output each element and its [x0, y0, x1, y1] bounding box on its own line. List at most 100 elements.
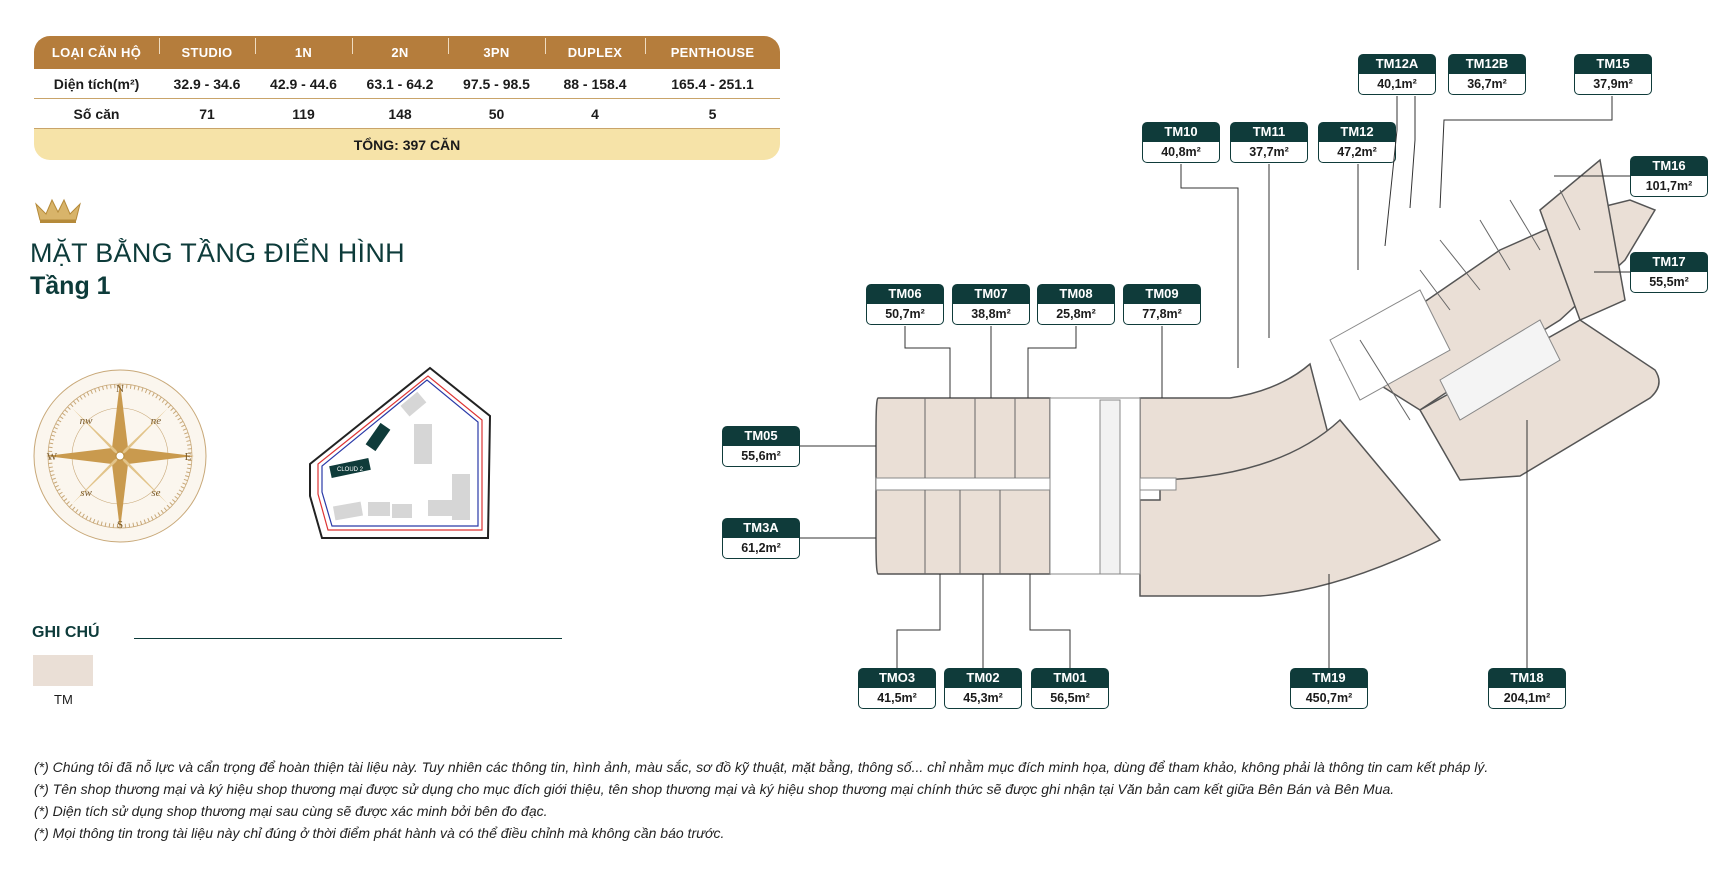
unit-area: 55,6m²: [722, 446, 800, 467]
unit-name: TM09: [1123, 284, 1201, 304]
table-header-cell: PENTHOUSE: [645, 38, 780, 60]
floor-plan-shapes: [875, 158, 1660, 597]
unit-name: TM17: [1630, 252, 1708, 272]
unit-name: TMO3: [858, 668, 936, 688]
table-cell: Số căn: [73, 105, 120, 122]
compass-ne: ne: [151, 415, 162, 427]
unit-name: TM18: [1488, 668, 1566, 688]
compass-se: se: [151, 487, 160, 499]
unit-name: TM3A: [722, 518, 800, 538]
unit-area: 38,8m²: [952, 304, 1030, 325]
unit-area: 204,1m²: [1488, 688, 1566, 709]
unit-area: 101,7m²: [1630, 176, 1708, 197]
site-plan-map: CLOUD 2: [309, 366, 492, 539]
unit-name: TM08: [1037, 284, 1115, 304]
compass-sw: sw: [80, 487, 92, 499]
legend-divider: [134, 638, 562, 639]
compass-rose-icon: N S E W nw ne sw se: [33, 369, 207, 543]
table-cell: 32.9 - 34.6: [173, 75, 241, 92]
compass-east: E: [185, 451, 192, 463]
unit-area: 450,7m²: [1290, 688, 1368, 709]
legend-swatch: [33, 655, 93, 686]
table-cell: 165.4 - 251.1: [671, 75, 754, 92]
unit-name: TM16: [1630, 156, 1708, 176]
table-header-cell: 3PN: [448, 38, 545, 60]
compass-west: W: [47, 451, 58, 463]
unit-name: TM05: [722, 426, 800, 446]
table-cell: 88 - 158.4: [563, 75, 627, 92]
floor-plan: [875, 158, 1660, 597]
table-cell: 97.5 - 98.5: [463, 75, 530, 92]
site-plan-label: CLOUD 2: [337, 467, 364, 473]
unit-name: TM07: [952, 284, 1030, 304]
floor-plan-corridors: [875, 289, 1561, 575]
compass-north: N: [116, 383, 124, 395]
unit-area: 36,7m²: [1448, 74, 1526, 95]
unit-name: TM02: [944, 668, 1022, 688]
table-cell: 50: [488, 105, 505, 122]
unit-area: 56,5m²: [1031, 688, 1109, 709]
unit-area: 55,5m²: [1630, 272, 1708, 293]
unit-area: 41,5m²: [858, 688, 936, 709]
note-line: (*) Tên shop thương mại và ký hiệu shop …: [34, 781, 1395, 797]
crown-icon: [35, 198, 81, 223]
table-cell: 63.1 - 64.2: [366, 75, 434, 92]
note-line: (*) Mọi thông tin trong tài liệu này chỉ…: [34, 825, 725, 841]
unit-area: 47,2m²: [1318, 142, 1396, 163]
unit-name: TM19: [1290, 668, 1368, 688]
unit-name: TM12: [1318, 122, 1396, 142]
compass-south: S: [117, 519, 123, 531]
table-cell: 42.9 - 44.6: [270, 75, 337, 92]
unit-name: TM12B: [1448, 54, 1526, 74]
unit-name: TM12A: [1358, 54, 1436, 74]
legend-label: TM: [54, 692, 73, 707]
unit-area: 45,3m²: [944, 688, 1022, 709]
note-line: (*) Chúng tôi đã nỗ lực và cẩn trọng để …: [34, 759, 1489, 775]
unit-area: 40,1m²: [1358, 74, 1436, 95]
floor-plan-partitions: [924, 189, 1581, 574]
table-header-cell: DUPLEX: [545, 38, 645, 60]
table-cell: 119: [292, 105, 315, 122]
unit-name: TM06: [866, 284, 944, 304]
table-cell: 4: [591, 105, 599, 122]
table-row: Diện tích(m²) 32.9 - 34.6 42.9 - 44.6 63…: [34, 69, 780, 99]
table-total: TỔNG: 397 CĂN: [34, 129, 780, 160]
page-title: MẶT BẰNG TẦNG ĐIỂN HÌNH: [30, 238, 405, 268]
unit-name: TM10: [1142, 122, 1220, 142]
table-cell: 148: [388, 105, 412, 122]
table-header-cell: STUDIO: [159, 38, 255, 60]
compass-nw: nw: [80, 415, 94, 427]
page-subtitle: Tầng 1: [30, 272, 111, 300]
unit-area: 61,2m²: [722, 538, 800, 559]
unit-name: TM11: [1230, 122, 1308, 142]
disclaimer-notes: (*) Chúng tôi đã nỗ lực và cẩn trọng để …: [34, 756, 1714, 844]
table-header-row: LOẠI CĂN HỘ STUDIO 1N 2N 3PN DUPLEX PENT…: [34, 36, 780, 69]
note-line: (*) Diện tích sử dụng shop thương mại sa…: [34, 803, 548, 819]
table-row: Số căn 71 119 148 50 4 5: [34, 99, 780, 129]
unit-area: 77,8m²: [1123, 304, 1201, 325]
unit-area: 37,9m²: [1574, 74, 1652, 95]
unit-type-table: LOẠI CĂN HỘ STUDIO 1N 2N 3PN DUPLEX PENT…: [34, 36, 780, 160]
table-cell: Diện tích(m²): [53, 75, 140, 92]
unit-name: TM01: [1031, 668, 1109, 688]
